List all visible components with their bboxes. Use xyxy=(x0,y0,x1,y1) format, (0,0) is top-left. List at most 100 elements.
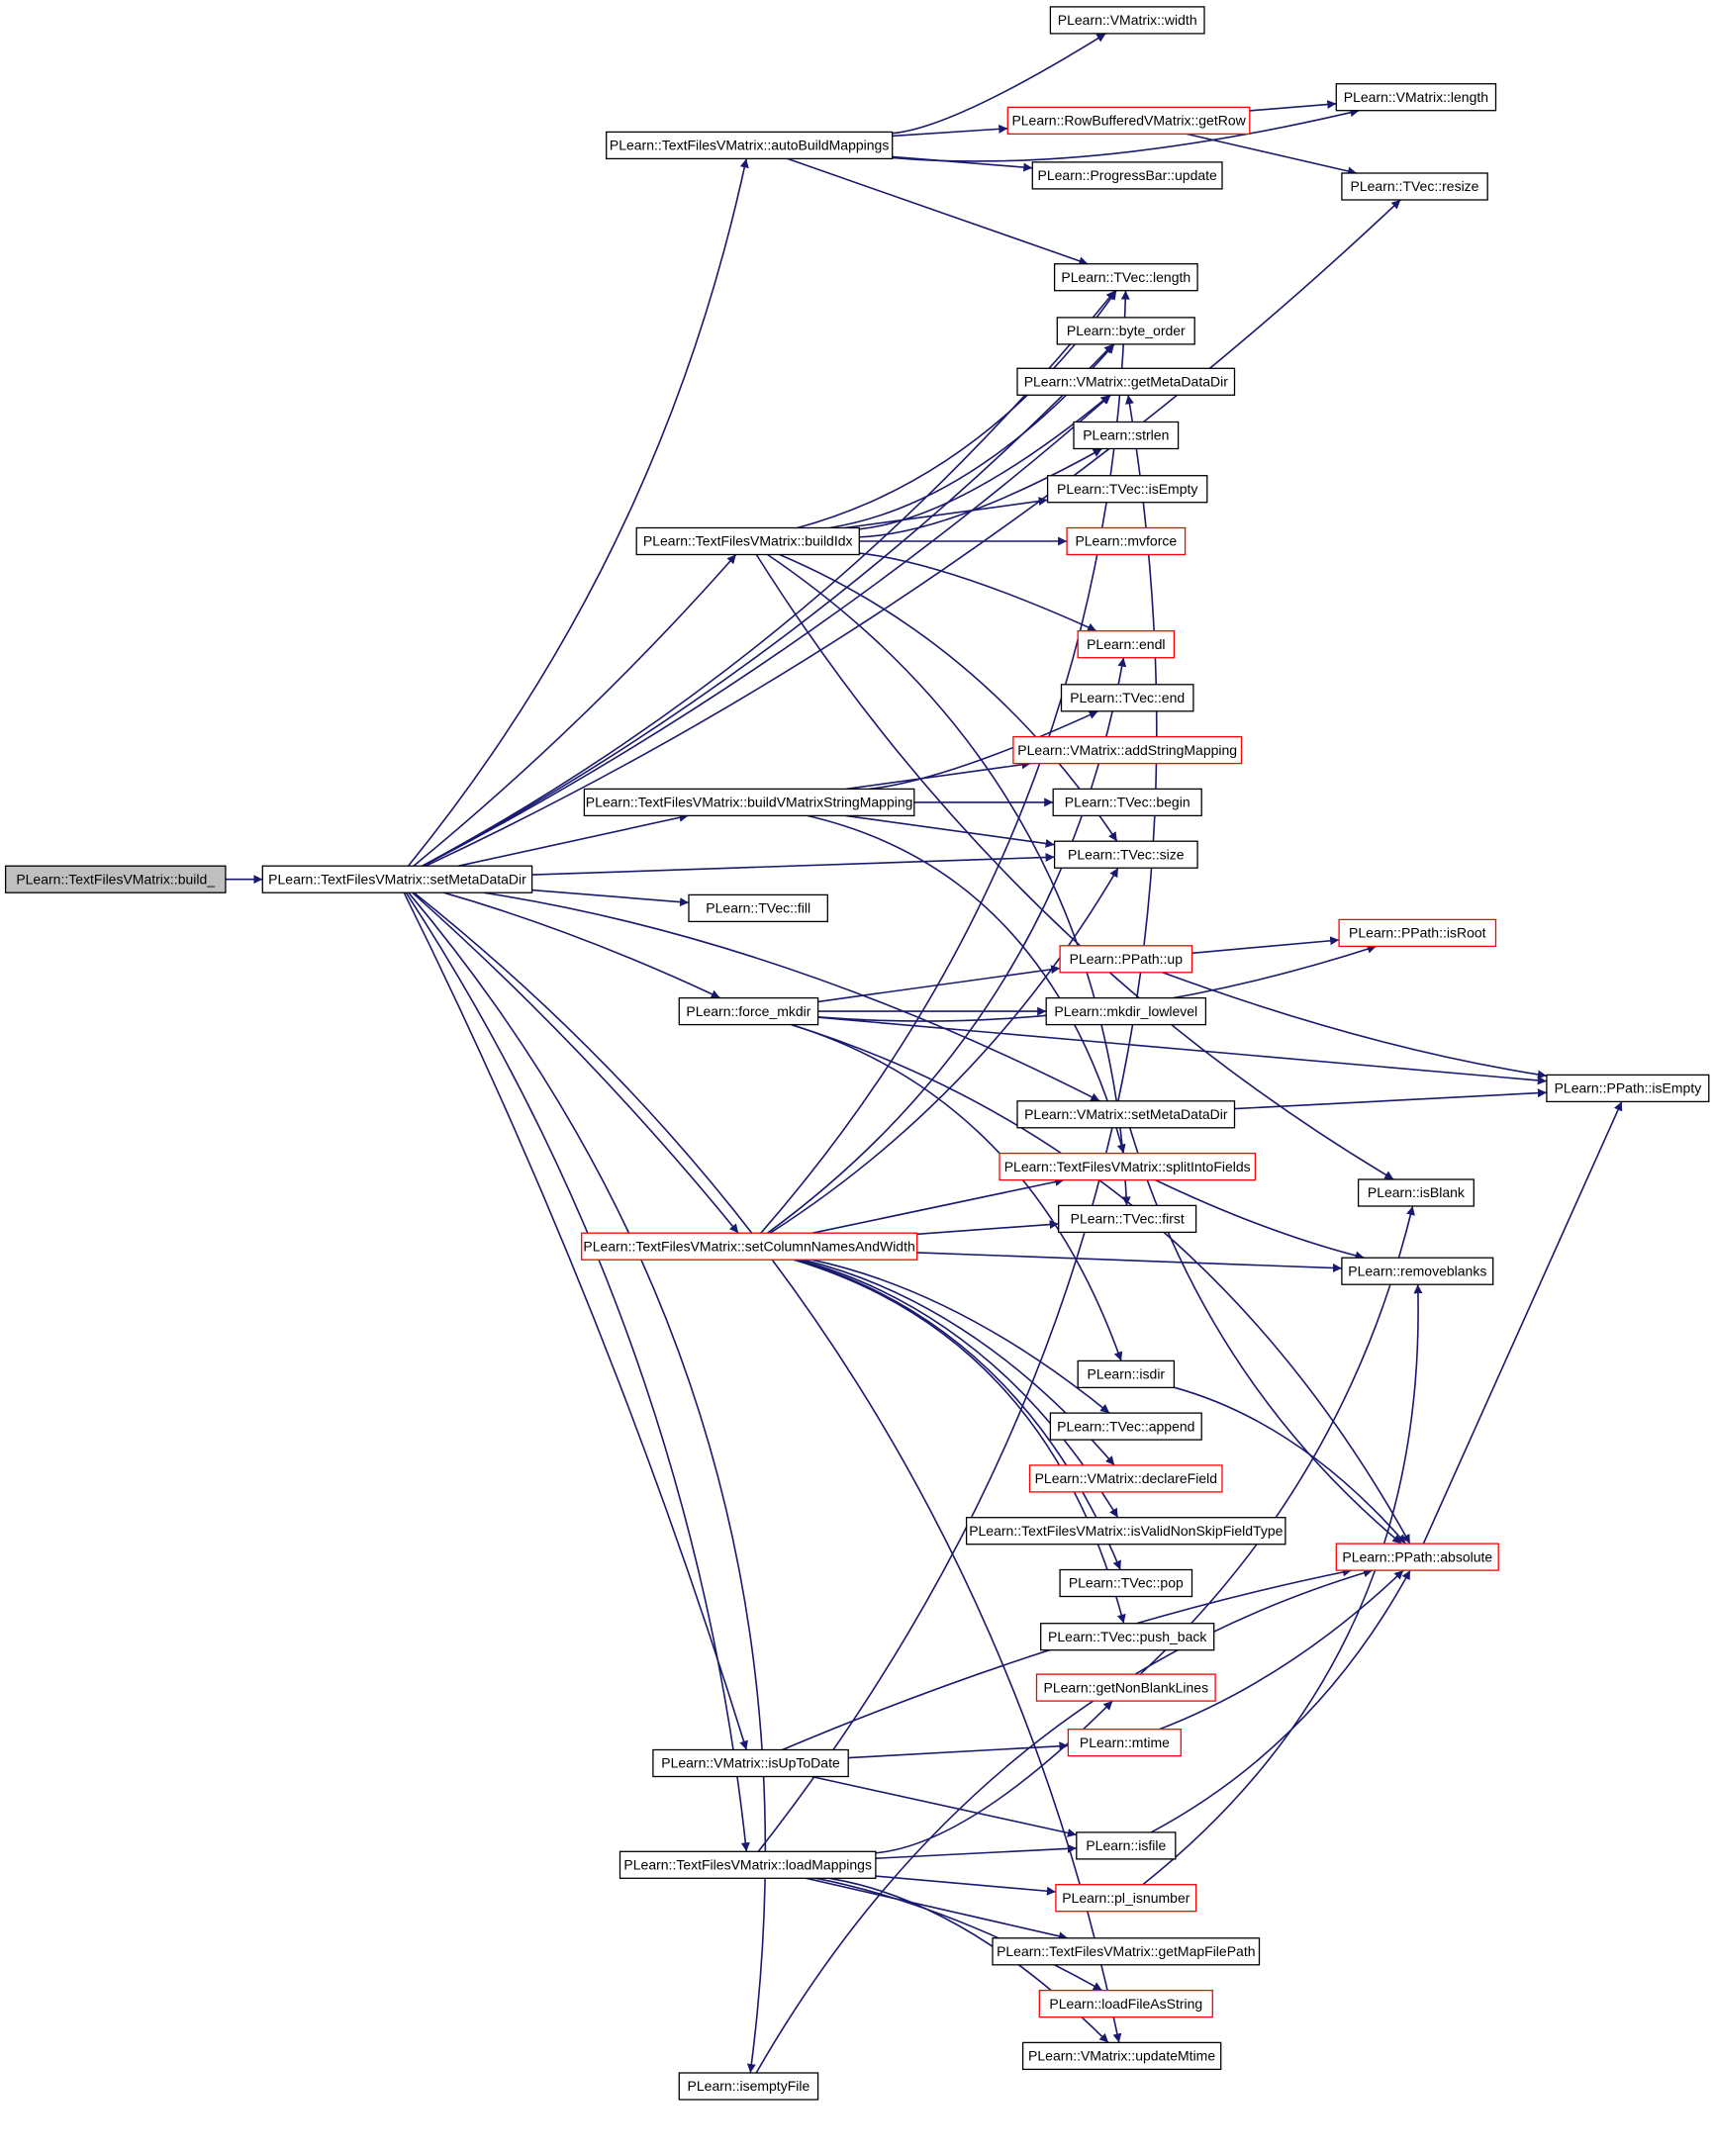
node-isUpToDate[interactable]: PLearn::VMatrix::isUpToDate xyxy=(652,1748,849,1778)
node-splitIntoFields[interactable]: PLearn::TextFilesVMatrix::splitIntoField… xyxy=(999,1152,1257,1181)
node-box xyxy=(1049,1412,1202,1441)
node-label: PLearn::isemptyFile xyxy=(688,2078,810,2094)
node-tv_push_back[interactable]: PLearn::TVec::push_back xyxy=(1040,1623,1215,1651)
node-box xyxy=(1341,1257,1494,1285)
edge-setMetaDataDir-to-tv_size xyxy=(531,853,1055,876)
node-updateMtime[interactable]: PLearn::VMatrix::updateMtime xyxy=(1021,2041,1222,2071)
node-label: PLearn::VMatrix::length xyxy=(1344,89,1488,105)
node-tv_resize[interactable]: PLearn::TVec::resize xyxy=(1341,172,1488,201)
edge-force_mkdir-to-pp_up xyxy=(817,965,1061,1003)
node-fill[interactable]: PLearn::TVec::fill xyxy=(688,893,828,923)
node-getNonBlankLines[interactable]: PLearn::getNonBlankLines xyxy=(1035,1673,1216,1702)
edge-isfile-to-pp_absolute xyxy=(1150,1569,1411,1833)
node-tv_isEmpty[interactable]: PLearn::TVec::isEmpty xyxy=(1046,475,1208,504)
node-box xyxy=(1066,526,1187,556)
node-box xyxy=(606,131,894,160)
node-strlen[interactable]: PLearn::strlen xyxy=(1073,421,1180,450)
node-vm_setMetaDataDir[interactable]: PLearn::VMatrix::setMetaDataDir xyxy=(1016,1100,1236,1129)
node-label: PLearn::TVec::pop xyxy=(1069,1575,1184,1591)
edge-setMetaDataDir-to-buildIdx xyxy=(413,553,737,867)
node-tv_append[interactable]: PLearn::TVec::append xyxy=(1049,1412,1202,1441)
node-pp_isRoot[interactable]: PLearn::PPath::isRoot xyxy=(1338,918,1497,948)
node-build_: PLearn::TextFilesVMatrix::build_ xyxy=(4,865,227,893)
node-box xyxy=(1012,735,1243,765)
node-pp_up[interactable]: PLearn::PPath::up xyxy=(1059,945,1193,974)
node-endl[interactable]: PLearn::endl xyxy=(1077,630,1176,659)
node-isValidNSFT[interactable]: PLearn::TextFilesVMatrix::isValidNonSkip… xyxy=(965,1517,1286,1546)
node-isBlank[interactable]: PLearn::isBlank xyxy=(1357,1178,1475,1207)
node-box xyxy=(1546,1074,1710,1103)
node-isemptyFile[interactable]: PLearn::isemptyFile xyxy=(678,2072,819,2101)
node-loadFileAsString[interactable]: PLearn::loadFileAsString xyxy=(1038,1989,1213,2018)
node-label: PLearn::getNonBlankLines xyxy=(1044,1679,1209,1695)
node-tv_end[interactable]: PLearn::TVec::end xyxy=(1060,684,1194,712)
node-getMetaDataDir[interactable]: PLearn::VMatrix::getMetaDataDir xyxy=(1016,367,1236,396)
node-box xyxy=(1073,421,1180,450)
node-vm_width[interactable]: PLearn::VMatrix::width xyxy=(1049,6,1205,35)
node-rb_getRow[interactable]: PLearn::RowBufferedVMatrix::getRow xyxy=(1006,106,1251,136)
edge-setMetaDataDir-to-isemptyFile xyxy=(408,891,767,2074)
node-mkdir_lowlevel[interactable]: PLearn::mkdir_lowlevel xyxy=(1045,996,1207,1026)
node-box xyxy=(1053,840,1198,869)
edge-buildVMSM-to-addStringMapping xyxy=(845,760,1031,791)
node-setColNames[interactable]: PLearn::TextFilesVMatrix::setColumnNames… xyxy=(581,1232,918,1261)
node-label: PLearn::mtime xyxy=(1080,1734,1170,1750)
node-buildVMSM[interactable]: PLearn::TextFilesVMatrix::buildVMatrixSt… xyxy=(583,788,915,817)
node-pl_isnumber[interactable]: PLearn::pl_isnumber xyxy=(1055,1884,1197,1913)
node-tv_pop[interactable]: PLearn::TVec::pop xyxy=(1059,1568,1193,1598)
node-label: PLearn::ProgressBar::update xyxy=(1038,167,1218,183)
node-box xyxy=(678,996,819,1026)
node-byte_order[interactable]: PLearn::byte_order xyxy=(1056,317,1195,345)
node-box xyxy=(261,865,533,893)
node-tv_begin[interactable]: PLearn::TVec::begin xyxy=(1052,788,1202,817)
node-label: PLearn::TVec::begin xyxy=(1065,795,1190,810)
node-label: PLearn::TextFilesVMatrix::setMetaDataDir xyxy=(268,871,526,887)
edge-buildIdx-to-isBlank xyxy=(755,554,1394,1180)
node-tv_length[interactable]: PLearn::TVec::length xyxy=(1053,263,1198,292)
node-box xyxy=(965,1517,1286,1546)
node-box xyxy=(1016,367,1236,396)
edge-vm_setMetaDataDir-to-pp_absolute xyxy=(1129,1127,1402,1545)
node-mvforce[interactable]: PLearn::mvforce xyxy=(1066,526,1187,556)
node-label: PLearn::isfile xyxy=(1086,1837,1166,1853)
node-setMetaDataDir[interactable]: PLearn::TextFilesVMatrix::setMetaDataDir xyxy=(261,865,533,893)
edge-rb_getRow-to-vm_length xyxy=(1249,100,1337,112)
node-pp_absolute[interactable]: PLearn::PPath::absolute xyxy=(1335,1543,1499,1571)
node-isfile[interactable]: PLearn::isfile xyxy=(1076,1831,1177,1860)
node-force_mkdir[interactable]: PLearn::force_mkdir xyxy=(678,996,819,1026)
node-pb_update[interactable]: PLearn::ProgressBar::update xyxy=(1031,161,1223,190)
node-label: PLearn::TVec::push_back xyxy=(1048,1629,1207,1644)
node-autoBuildMappings[interactable]: PLearn::TextFilesVMatrix::autoBuildMappi… xyxy=(606,131,894,160)
node-isdir[interactable]: PLearn::isdir xyxy=(1077,1359,1176,1389)
edge-pp_up-to-pp_isEmpty xyxy=(1162,972,1548,1079)
node-removeblanks[interactable]: PLearn::removeblanks xyxy=(1341,1257,1494,1285)
node-loadMappings[interactable]: PLearn::TextFilesVMatrix::loadMappings xyxy=(619,1850,877,1879)
edge-buildIdx-to-strlen xyxy=(859,447,1102,538)
node-buildIdx[interactable]: PLearn::TextFilesVMatrix::buildIdx xyxy=(635,526,860,556)
node-box xyxy=(1040,1623,1215,1651)
node-box xyxy=(678,2072,819,2101)
edge-setMetaDataDir-to-setColNames xyxy=(412,891,739,1234)
node-addStringMapping[interactable]: PLearn::VMatrix::addStringMapping xyxy=(1012,735,1243,765)
edge-setMetaDataDir-to-force_mkdir xyxy=(443,891,721,999)
node-box xyxy=(1338,918,1497,948)
node-declareField[interactable]: PLearn::VMatrix::declareField xyxy=(1028,1464,1223,1493)
node-getMapFilePath[interactable]: PLearn::TextFilesVMatrix::getMapFilePath xyxy=(992,1937,1261,1966)
node-tv_size[interactable]: PLearn::TVec::size xyxy=(1053,840,1198,869)
node-tv_first[interactable]: PLearn::TVec::first xyxy=(1058,1204,1197,1234)
edge-setColNames-to-splitIntoFields xyxy=(811,1177,1065,1234)
node-label: PLearn::TVec::length xyxy=(1061,269,1190,285)
node-label: PLearn::TextFilesVMatrix::build_ xyxy=(16,871,215,887)
node-box xyxy=(1045,996,1207,1026)
node-box xyxy=(1016,1100,1236,1129)
node-pp_isEmpty[interactable]: PLearn::PPath::isEmpty xyxy=(1546,1074,1710,1103)
node-mtime[interactable]: PLearn::mtime xyxy=(1067,1729,1182,1757)
node-vm_length[interactable]: PLearn::VMatrix::length xyxy=(1335,83,1497,112)
node-box xyxy=(1038,1989,1213,2018)
edge-force_mkdir-to-isdir xyxy=(791,1023,1123,1361)
node-box xyxy=(619,1850,877,1879)
node-box xyxy=(1357,1178,1475,1207)
node-box xyxy=(1049,6,1205,35)
edge-buildIdx-to-endl xyxy=(859,552,1097,632)
node-label: PLearn::strlen xyxy=(1083,427,1169,443)
